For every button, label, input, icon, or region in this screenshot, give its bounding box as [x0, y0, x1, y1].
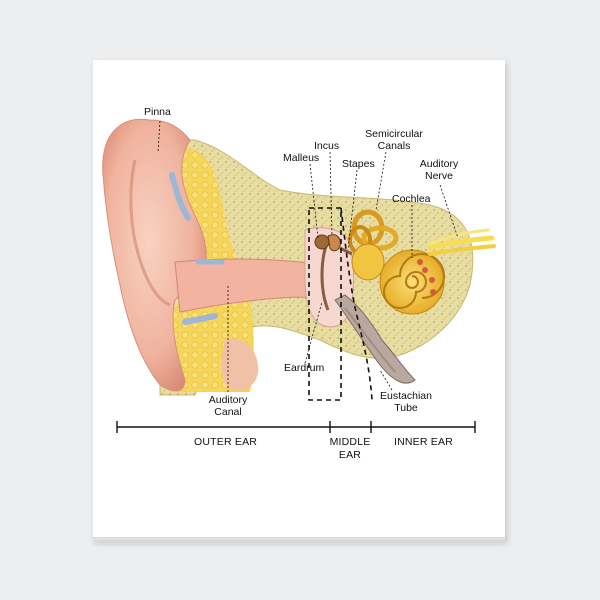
- cartilage-3: [182, 313, 218, 325]
- lower-tissue: [221, 338, 259, 391]
- leader-lines: [157, 120, 459, 392]
- eustachian-tube-shape: [334, 294, 416, 384]
- label-eustachian-tube-line2: Tube: [394, 402, 418, 414]
- label-semicircular-canals: Semicircular Canals: [361, 128, 427, 152]
- label-auditory-canal-line1: Auditory: [208, 394, 248, 406]
- label-semicircular-canals-line1: Semicircular: [365, 128, 423, 140]
- label-auditory-canal-line2: Canal: [214, 406, 242, 418]
- incus-shape: [327, 234, 341, 252]
- label-eustachian-tube: Eustachian Tube: [376, 390, 436, 414]
- cartilage-1: [169, 172, 191, 221]
- label-auditory-nerve-line1: Auditory: [419, 158, 459, 170]
- label-stapes: Stapes: [342, 158, 375, 170]
- section-middle-ear: MIDDLE EAR: [326, 436, 374, 462]
- eustachian-tube-inner: [344, 307, 396, 373]
- section-middle-ear-line2: EAR: [338, 449, 362, 461]
- poster-shadow: [93, 537, 505, 547]
- label-cochlea: Cochlea: [392, 193, 431, 205]
- inner-ear-boundary: [340, 207, 373, 401]
- label-eustachian-tube-line1: Eustachian: [380, 390, 432, 402]
- label-pinna: Pinna: [144, 106, 171, 118]
- section-inner-ear: INNER EAR: [394, 436, 453, 448]
- label-incus: Incus: [314, 140, 340, 152]
- section-middle-ear-line1: MIDDLE: [329, 436, 371, 448]
- pinna-shape: [102, 118, 207, 392]
- malleus-shape: [314, 234, 330, 250]
- section-outer-ear: OUTER EAR: [194, 436, 258, 448]
- stapes-shape: [339, 246, 353, 256]
- vestibule-shape: [351, 243, 385, 281]
- cochlea-shape: [379, 249, 445, 315]
- label-auditory-nerve: Auditory Nerve: [414, 158, 464, 182]
- auditory-nerve-shape: [427, 228, 496, 256]
- label-semicircular-canals-line2: Canals: [377, 140, 411, 152]
- pinna-fold: [129, 159, 171, 307]
- label-eardrum: Eardrum: [284, 362, 325, 374]
- label-auditory-nerve-line2: Nerve: [424, 170, 453, 182]
- middle-ear-boundary: [308, 207, 342, 401]
- label-auditory-canal: Auditory Canal: [200, 394, 256, 418]
- section-scale-bar: [116, 421, 476, 433]
- label-malleus: Malleus: [283, 152, 320, 164]
